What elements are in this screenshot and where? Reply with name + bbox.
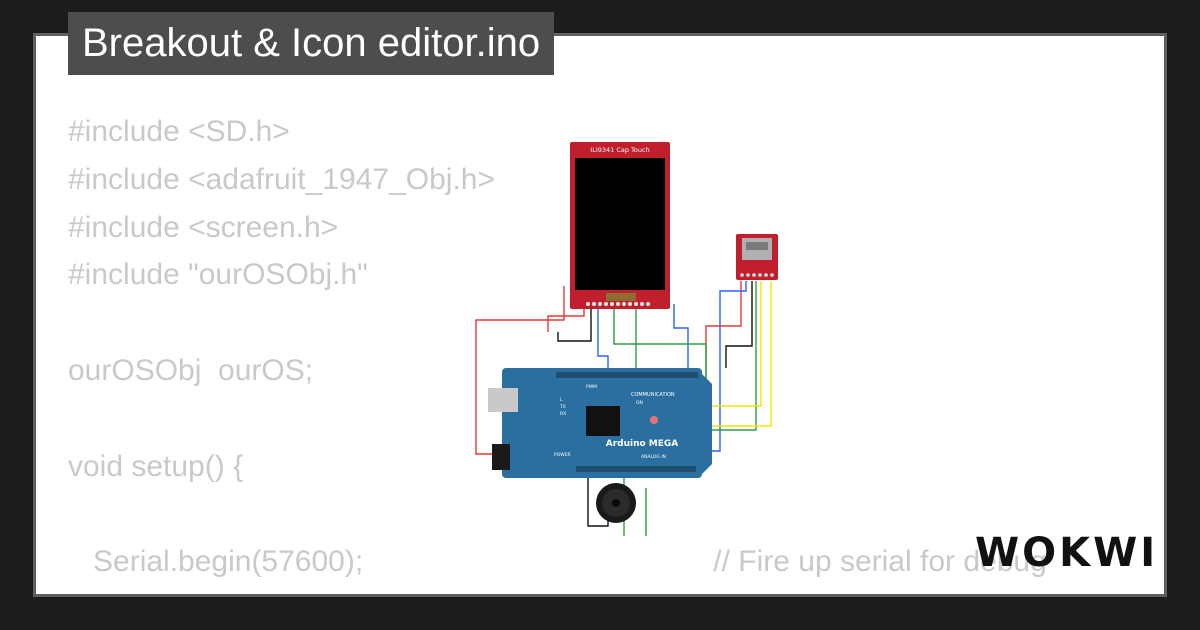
board-label: Arduino MEGA xyxy=(606,439,679,449)
display-label: ILI9341 Cap Touch xyxy=(590,146,649,154)
analog-label: ANALOG IN xyxy=(641,454,666,460)
code-preview: #include <SD.h> #include <adafruit_1947_O… xyxy=(68,108,1095,594)
wire-black xyxy=(557,299,592,342)
wire-black xyxy=(725,281,753,368)
power-label: POWER xyxy=(554,452,571,458)
code-line: #include "ourOSObj.h" xyxy=(68,258,368,292)
reset-button-graphic xyxy=(650,416,658,424)
tx-label: TX xyxy=(559,404,566,410)
sd-card-module xyxy=(736,234,778,280)
communication-label: COMMUNICATION xyxy=(631,392,675,398)
project-card: #include <SD.h> #include <adafruit_1947_O… xyxy=(33,33,1167,597)
ili9341-display: ILI9341 Cap Touch xyxy=(570,142,670,309)
display-pins xyxy=(586,302,650,306)
code-line: #include <adafruit_1947_Obj.h> xyxy=(68,162,496,196)
on-label: ON xyxy=(636,400,643,406)
circuit-diagram: ILI9341 Cap Touch xyxy=(475,142,778,536)
arduino-mega-board: PWM COMMUNICATION TX RX L ON Arduino MEG… xyxy=(488,368,712,478)
code-line: void setup() { xyxy=(68,449,244,483)
code-line: if (!initScreen(ADAFRUIT_1947, ADA_1947_… xyxy=(68,586,1095,594)
code-line: #include <SD.h> xyxy=(68,115,290,148)
wokwi-logo: WOKWI xyxy=(975,530,1159,576)
wire-blue xyxy=(673,304,689,368)
code-line: Serial.begin(57600); // Fire up serial f… xyxy=(68,545,1047,579)
l-label: L xyxy=(560,397,563,403)
wire-green xyxy=(698,281,757,431)
pwm-label: PWM xyxy=(586,384,597,390)
rx-label: RX xyxy=(560,411,566,417)
buzzer xyxy=(596,483,636,523)
page-title: Breakout & Icon editor.ino xyxy=(68,12,555,75)
code-line: #include <screen.h> xyxy=(68,210,339,244)
code-line: ourOSObj ourOS; xyxy=(68,353,314,387)
